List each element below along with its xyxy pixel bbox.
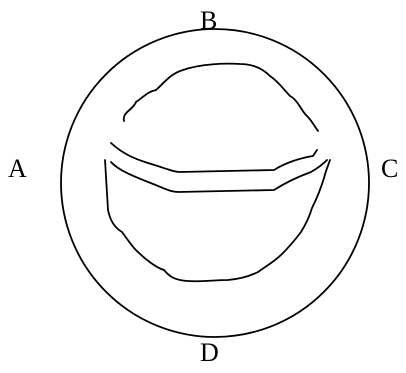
lower-rim-band [111,160,327,192]
upper-rim-curve [124,64,318,131]
label-top: B [200,8,217,34]
label-bottom: D [200,340,219,366]
inner-rim-band [111,143,317,172]
label-left: A [8,156,27,182]
label-right: C [381,156,398,182]
